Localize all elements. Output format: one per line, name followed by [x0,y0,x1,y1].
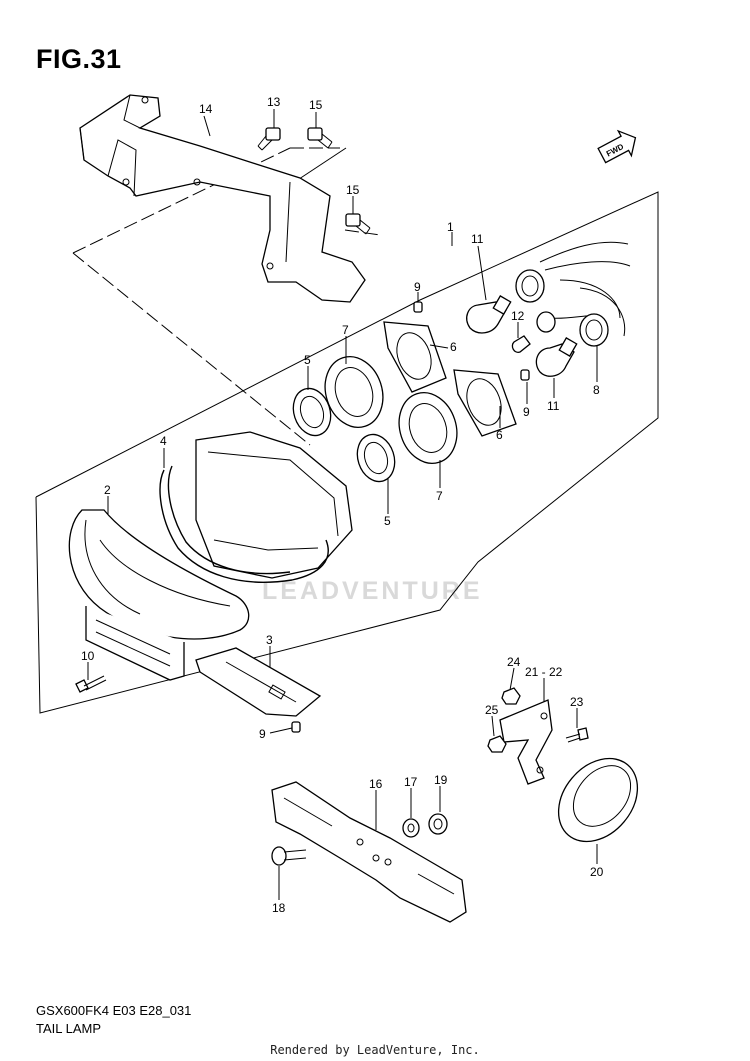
callout-9-upper: 9 [414,280,421,294]
callout-23: 23 [570,695,584,709]
screw-part-23 [565,727,589,743]
callout-8: 8 [593,383,600,397]
lens-part-2 [68,509,250,681]
callout-25: 25 [485,703,499,717]
callout-9-bottom: 9 [259,727,266,741]
render-credit: Rendered by LeadVenture, Inc. [270,1043,480,1057]
callout-17: 17 [404,775,418,789]
leader-lines [87,109,598,900]
callout-1: 1 [447,220,454,234]
callout-4: 4 [160,434,167,448]
callout-12: 12 [511,309,525,323]
screw-part-9-upper [413,301,423,313]
reflector-part-20 [557,757,639,843]
reflector-bracket-part-21-22 [499,699,553,785]
nut-part-25 [487,735,507,753]
callout-7-lower: 7 [436,489,443,503]
callout-20: 20 [590,865,604,879]
screw-part-9-bottom [291,721,301,733]
callout-5-upper: 5 [304,353,311,367]
callout-5-lower: 5 [384,514,391,528]
nut-part-19 [428,813,448,835]
bolt-part-18 [271,846,307,866]
ring-part-5-upper [292,387,332,437]
model-code: GSX600FK4 E03 E28_031 [36,1003,192,1018]
gasket-part-6-lower [453,369,517,437]
ring-part-7-upper [324,356,384,428]
callout-2: 2 [104,483,111,497]
watermark: LEADVENTURE [262,577,483,605]
callout-6-lower: 6 [496,428,503,442]
callout-11-lower: 11 [547,399,560,413]
ring-part-7-lower [398,392,458,464]
figure-title: FIG.31 [36,44,122,74]
gasket-part-6-upper [383,321,447,393]
callout-14: 14 [199,102,213,116]
bulb-part-11-upper [466,295,512,334]
callout-18: 18 [272,901,286,915]
callout-15-lower: 15 [346,183,360,197]
screw-part-9-right [520,369,530,381]
bulb-part-11-lower [535,337,578,377]
callout-15-upper: 15 [309,98,323,112]
bracket-part-14 [79,94,366,303]
callout-21-22: 21 - 22 [525,665,563,679]
bulb-part-12 [511,335,531,353]
callout-19: 19 [434,773,448,787]
callout-16: 16 [369,777,383,791]
callout-24: 24 [507,655,521,669]
callout-3: 3 [266,633,273,647]
callout-10: 10 [81,649,95,663]
bolt-part-15-upper [307,127,333,149]
lamp-housing-part-4 [159,431,353,583]
callout-13: 13 [267,95,281,109]
bolt-part-13 [257,127,281,151]
license-bracket-part-16 [271,781,467,923]
callout-7-upper: 7 [342,323,349,337]
forward-arrow-icon: FWD [597,129,637,164]
callout-9-right: 9 [523,405,530,419]
nut-part-24 [501,687,521,705]
plate-part-3 [195,647,322,717]
bolt-part-15-lower [345,213,371,235]
ring-part-5-lower [356,433,396,483]
screw-part-10 [75,675,107,693]
part-group-name: TAIL LAMP [36,1021,102,1036]
callout-11-upper: 11 [471,232,484,246]
callout-6-upper: 6 [450,340,457,354]
callout-labels: 14 13 15 15 1 9 11 12 7 6 5 9 11 8 4 6 2… [81,95,604,915]
wiring-harness [515,241,631,347]
washer-part-17 [402,818,420,838]
